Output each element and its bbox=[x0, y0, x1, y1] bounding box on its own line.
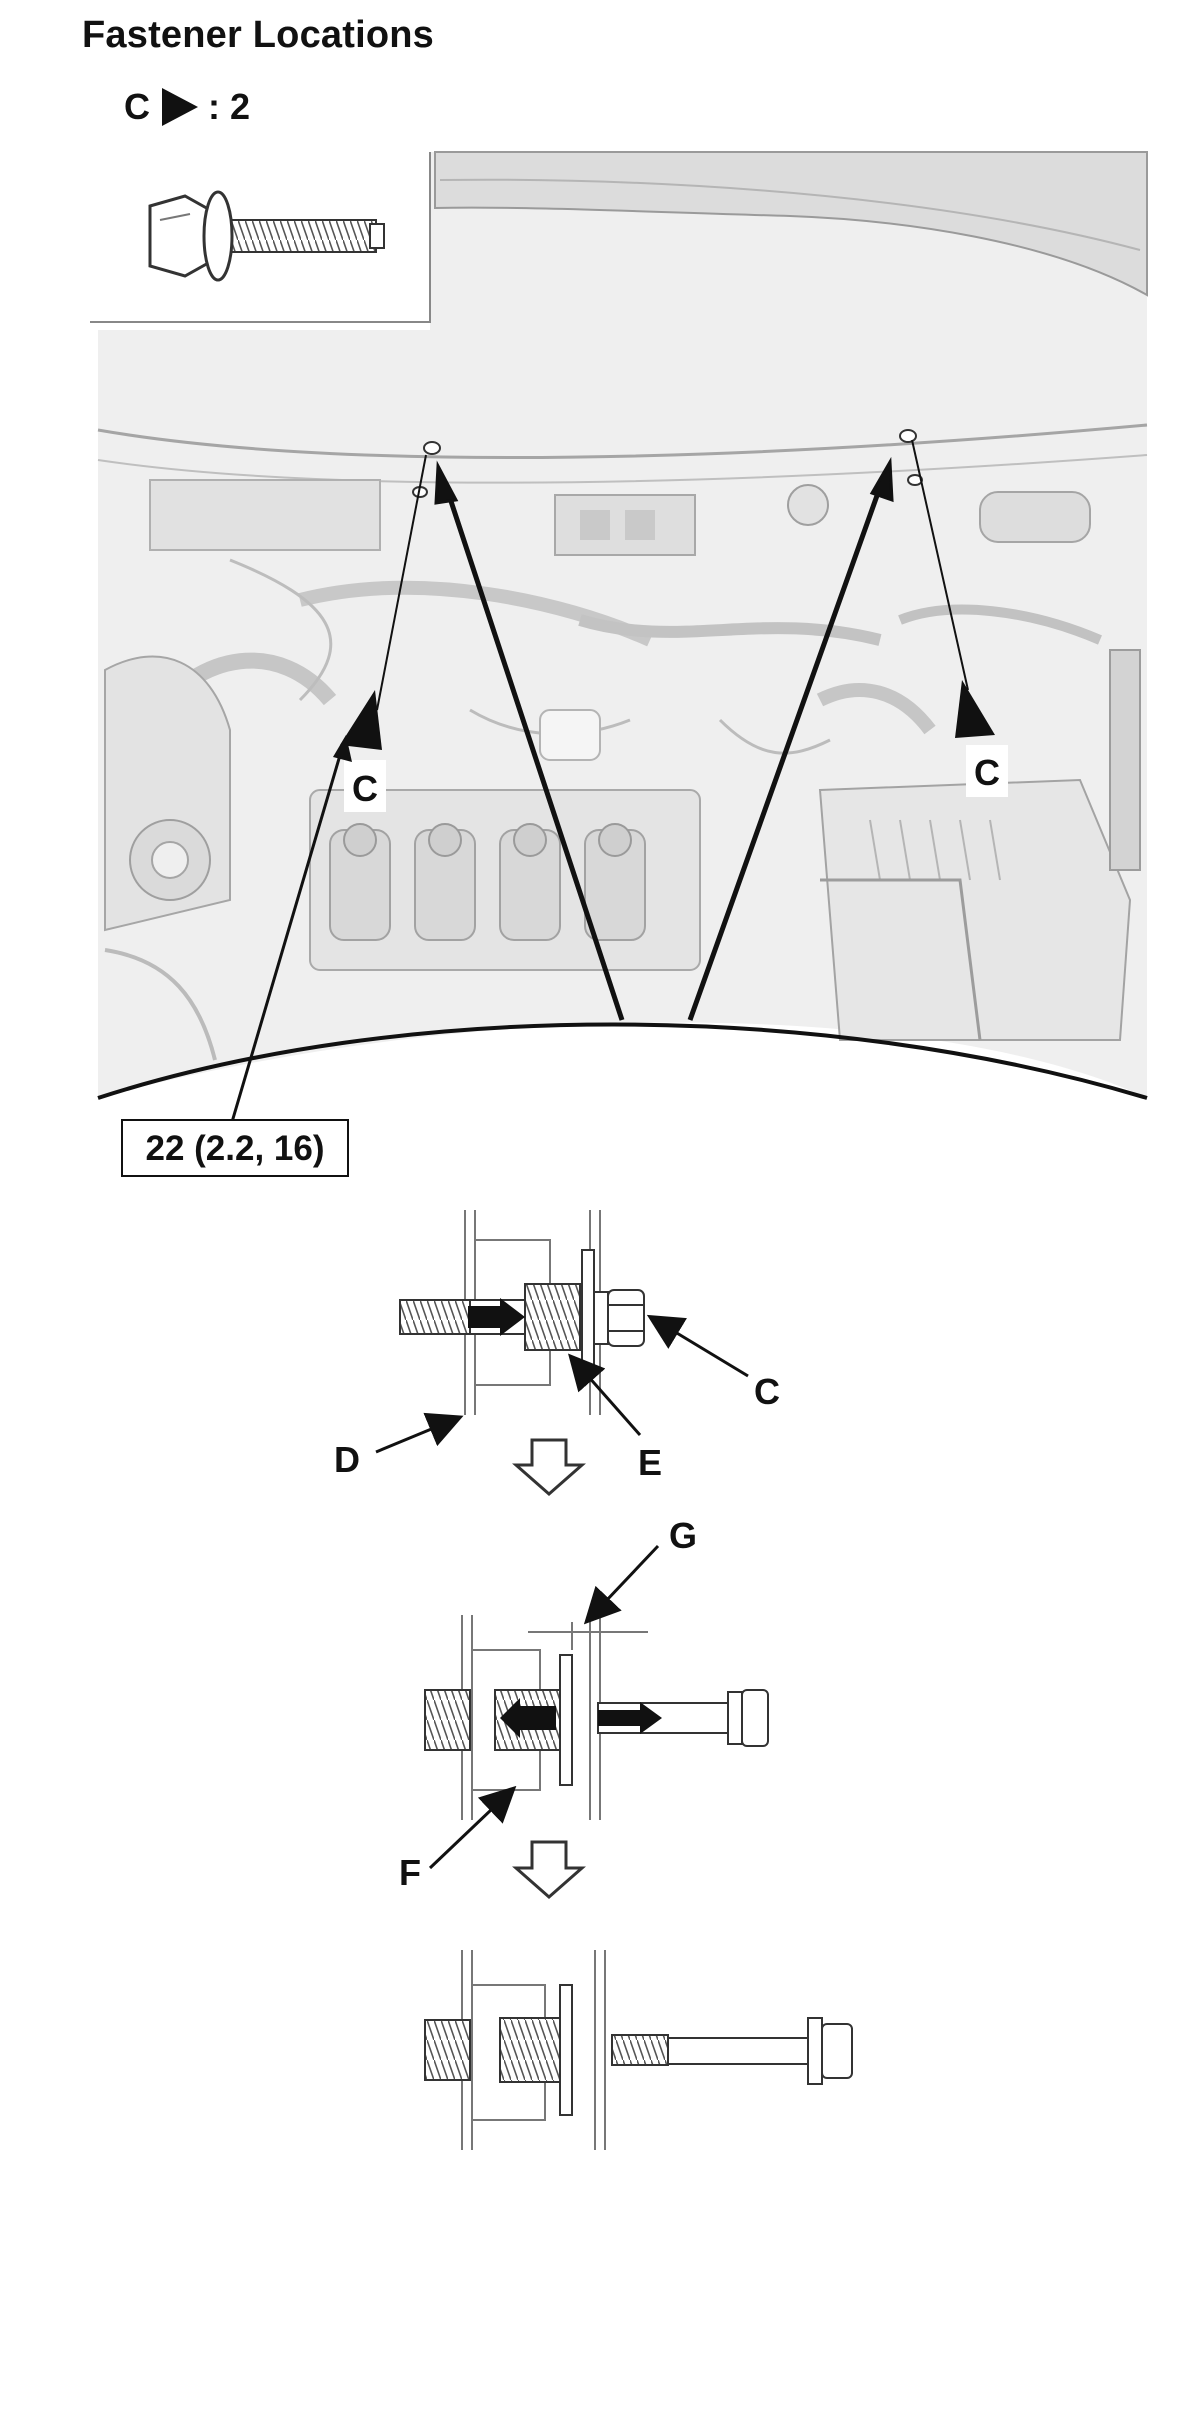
torque-spec-box bbox=[121, 1119, 349, 1177]
torque-spec: 22 (2.2, 16) bbox=[146, 1129, 325, 1168]
torque-leader bbox=[230, 735, 352, 1123]
callout-c-right: C bbox=[974, 752, 1000, 793]
fastener-legend: C : 2 bbox=[124, 86, 250, 128]
detail-step-3 bbox=[424, 1950, 853, 2150]
down-arrow-icon bbox=[512, 1840, 586, 1899]
bolt-inset bbox=[90, 152, 431, 323]
callout-c-left: C bbox=[352, 768, 378, 809]
detail-step-2: G F bbox=[399, 1515, 769, 1893]
fastener-markers bbox=[412, 429, 923, 498]
detail-label-f: F bbox=[399, 1852, 421, 1893]
down-arrow-icon bbox=[512, 1438, 586, 1496]
bolt-icon bbox=[148, 190, 385, 282]
legend-letter: C bbox=[124, 86, 150, 127]
detail-label-c: C bbox=[754, 1371, 780, 1412]
c-right-leader: C bbox=[911, 439, 1008, 797]
c-left-leader: C bbox=[340, 454, 427, 812]
triangle-marker-icon bbox=[162, 88, 198, 126]
detail-label-e: E bbox=[638, 1442, 662, 1483]
legend-separator: : bbox=[208, 86, 220, 127]
detail-label-d: D bbox=[334, 1439, 360, 1480]
legend-count: 2 bbox=[230, 86, 251, 127]
location-arrows bbox=[434, 456, 894, 1021]
detail-label-g: G bbox=[669, 1515, 697, 1556]
engine-bay-illustration bbox=[97, 151, 1148, 1100]
detail-step-1: C E D bbox=[334, 1210, 780, 1483]
page-title: Fastener Locations bbox=[82, 14, 435, 56]
